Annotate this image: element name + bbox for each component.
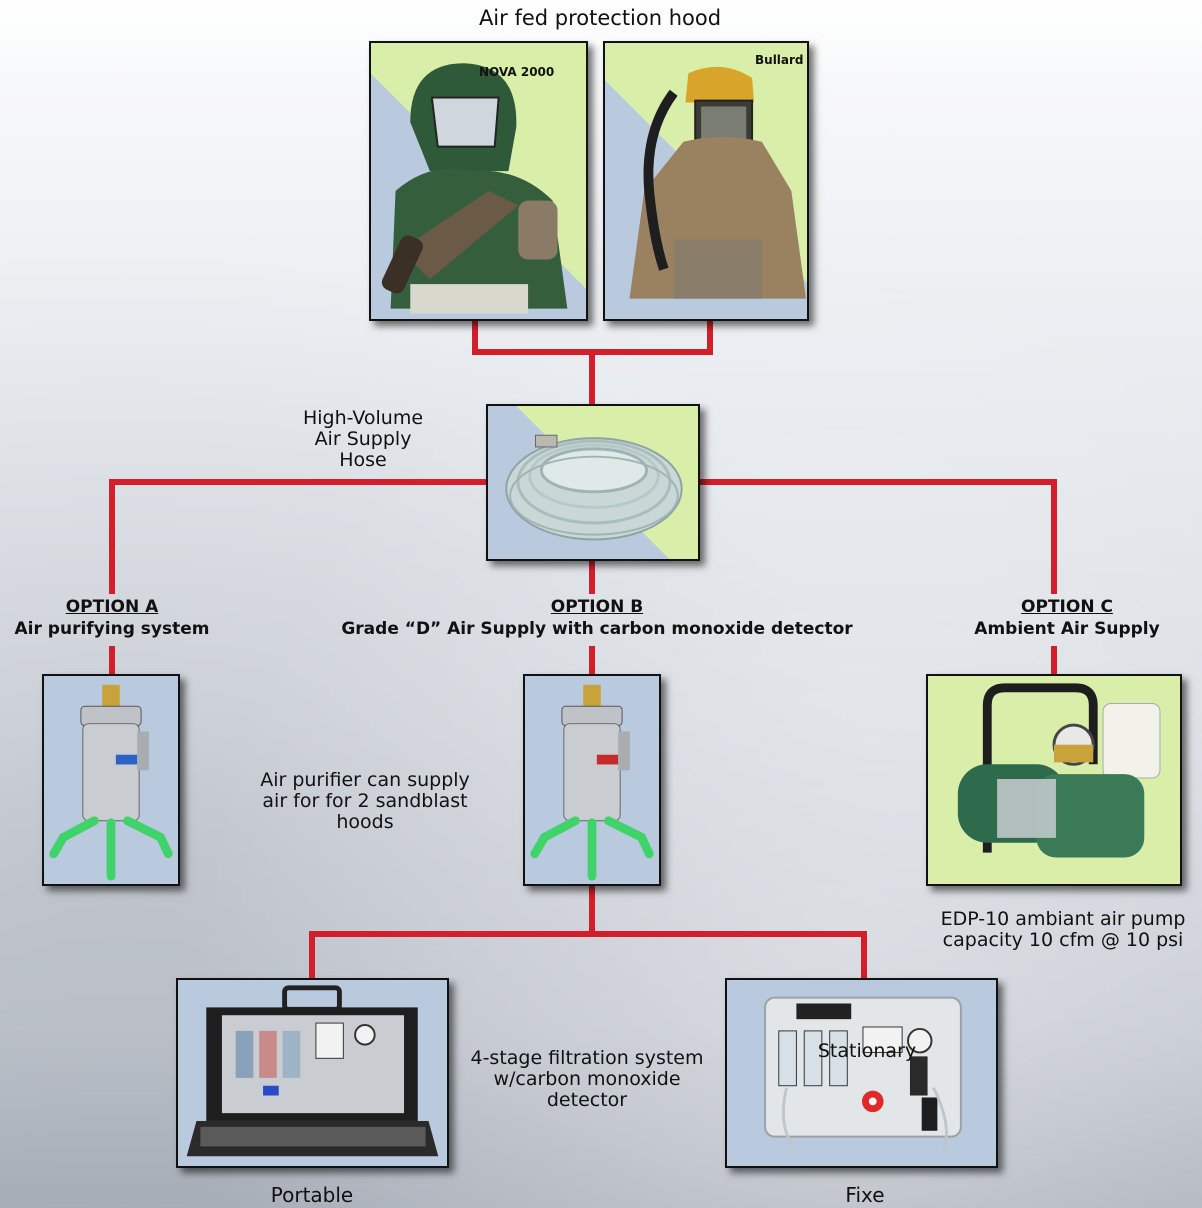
option-c-pump-panel — [926, 674, 1182, 886]
option-a-heading: OPTION A Air purifying system — [0, 596, 224, 640]
option-c-subtitle: Ambient Air Supply — [974, 619, 1160, 639]
filtration-connector — [309, 886, 595, 978]
hood-nova-2000-image — [381, 63, 568, 314]
hood-bullard-panel: Bullard — [603, 41, 809, 321]
option-c-line — [700, 479, 1057, 594]
filtration-right-line — [592, 931, 867, 978]
stationary-label: Stationary — [817, 1040, 917, 1062]
option-c-heading: OPTION C Ambient Air Supply — [952, 596, 1182, 640]
fixe-label: Fixe — [845, 1183, 885, 1207]
pump-caption: EDP-10 ambiant air pump capacity 10 cfm … — [940, 908, 1186, 951]
page-title: Air fed protection hood — [478, 6, 722, 30]
stationary-filtration-panel: Stationary — [725, 978, 998, 1168]
portable-filtration-panel — [176, 978, 449, 1168]
hose-label: High-Volume Air Supply Hose — [302, 407, 424, 471]
air-hose-image — [505, 434, 683, 541]
option-a-subtitle: Air purifying system — [14, 619, 210, 639]
filtration-caption: 4-stage filtration system w/carbon monox… — [470, 1047, 704, 1111]
ambient-air-pump-image — [957, 683, 1161, 858]
hood-nova-2000-label: NOVA 2000 — [479, 65, 555, 79]
option-b-title: OPTION B — [550, 597, 644, 617]
stationary-filtration-image — [764, 996, 962, 1153]
option-c-title: OPTION C — [1021, 597, 1113, 617]
portable-label: Portable — [270, 1183, 354, 1207]
hood-nova-2000-panel: NOVA 2000 — [369, 41, 588, 321]
option-a-purifier-panel — [42, 674, 180, 886]
air-supply-hose-panel — [486, 404, 700, 561]
purifier-caption: Air purifier can supply air for for 2 sa… — [260, 769, 470, 833]
hood-bullard-image — [629, 66, 807, 299]
option-a-title: OPTION A — [65, 597, 159, 617]
option-b-subtitle: Grade “D” Air Supply with carbon monoxid… — [341, 619, 853, 639]
option-b-heading: OPTION B Grade “D” Air Supply with carbo… — [322, 596, 872, 640]
hood-bullard-label: Bullard — [755, 53, 804, 67]
air-purifier-image — [49, 684, 173, 881]
option-a-line — [109, 479, 486, 594]
hood-connector — [472, 320, 713, 355]
air-purifier-image — [530, 684, 654, 881]
portable-filtration-image — [186, 985, 439, 1157]
option-b-purifier-panel — [523, 674, 661, 886]
